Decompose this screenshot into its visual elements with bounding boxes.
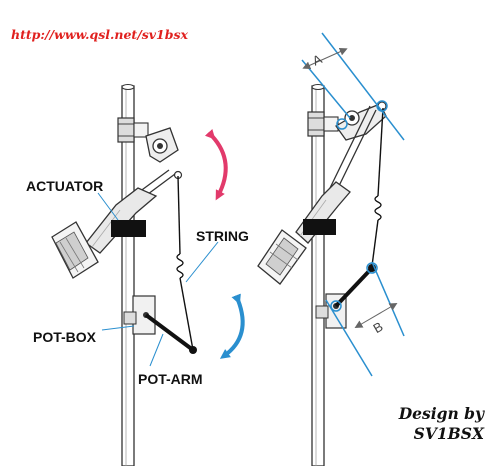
string-label: STRING [196, 228, 249, 244]
actuator-label: ACTUATOR [26, 178, 104, 194]
right-assembly: A B [257, 32, 405, 466]
left-pot-box [123, 295, 156, 335]
pot-box-pointer [101, 325, 135, 331]
left-mast [121, 84, 135, 466]
design-credit-line2: SV1BSX [413, 424, 484, 443]
right-pivot-bracket [335, 101, 387, 141]
left-pot-arm [144, 313, 197, 354]
pot-arm-label: POT-ARM [138, 371, 203, 387]
website-url: http://www.qsl.net/sv1bsx [11, 27, 188, 42]
right-upper-clamp [307, 111, 339, 137]
left-mount-block [111, 220, 146, 237]
right-pot-arm [334, 264, 376, 308]
actuator-pointer [97, 192, 119, 221]
left-upper-clamp [117, 117, 149, 143]
design-credit-line1: Design by [398, 404, 484, 423]
rotation-arrow-upper [204, 128, 228, 201]
dimension-b-label: B [371, 319, 386, 336]
right-mast [311, 84, 325, 466]
pot-box-label: POT-BOX [33, 329, 97, 345]
string-pointer [185, 241, 219, 283]
rotation-arrow-lower [219, 293, 245, 359]
right-string [371, 107, 384, 267]
left-pivot-bracket [145, 127, 183, 180]
pot-arm-pointer [149, 333, 164, 367]
left-assembly [51, 84, 245, 466]
right-mount-block [303, 219, 336, 235]
left-string [176, 175, 194, 351]
dimension-b: B [354, 302, 398, 336]
dimension-a: A [302, 47, 348, 70]
